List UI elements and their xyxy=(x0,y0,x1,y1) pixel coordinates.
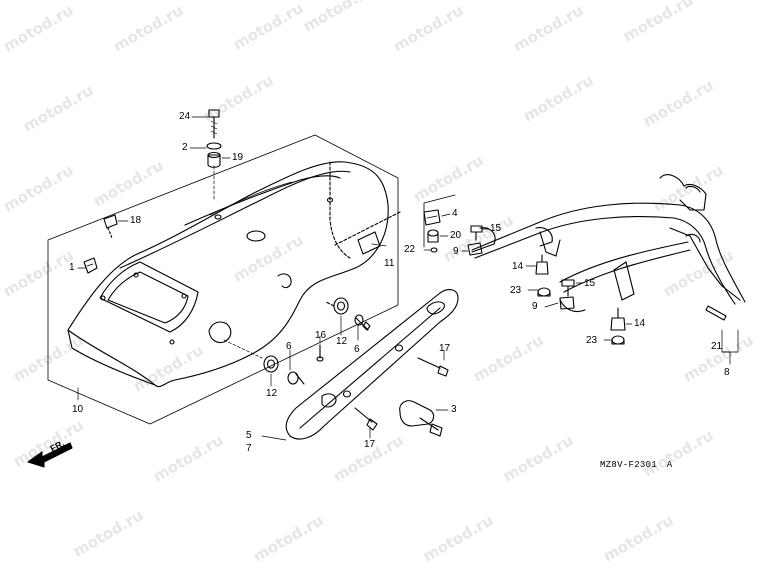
diagram-code-suffix: A xyxy=(666,460,673,470)
callout-15a: 15 xyxy=(490,223,502,234)
callout-12a: 12 xyxy=(336,336,348,347)
collar-20 xyxy=(427,229,439,243)
nut-9-lower xyxy=(559,296,575,310)
callout-23b: 23 xyxy=(586,335,598,346)
callout-1: 1 xyxy=(69,262,75,273)
callout-19: 19 xyxy=(232,152,244,163)
nut-9-upper xyxy=(467,242,483,256)
callout-8: 8 xyxy=(724,367,730,378)
callout-3: 3 xyxy=(451,404,457,415)
bolt-15-upper xyxy=(470,225,483,241)
grommet-12-lower xyxy=(263,355,279,373)
grab-rail xyxy=(471,174,746,313)
callout-10: 10 xyxy=(72,404,84,415)
callout-20: 20 xyxy=(450,230,462,241)
bolt-16 xyxy=(316,344,324,362)
diagram-code: MZ8V-F2301 A xyxy=(600,460,672,470)
callout-17b: 17 xyxy=(364,439,376,450)
clip-18 xyxy=(103,214,118,239)
callout-24: 24 xyxy=(179,111,191,122)
nut-1 xyxy=(83,257,98,274)
helmet-lock-3 xyxy=(399,400,443,437)
bolt-6-upper xyxy=(354,314,371,331)
rear-fender xyxy=(67,161,401,388)
leader-lines xyxy=(77,116,731,441)
callout-18: 18 xyxy=(130,215,142,226)
diagram-code-text: MZ8V-F2301 xyxy=(600,460,658,470)
callout-5: 5 xyxy=(246,430,252,441)
bolt-17-upper xyxy=(417,357,449,377)
callout-11: 11 xyxy=(384,258,395,269)
nut-23-lower xyxy=(611,335,625,345)
callout-9a: 9 xyxy=(453,246,459,257)
front-direction-arrow xyxy=(27,442,73,468)
clip-fender xyxy=(277,273,292,289)
callout-7: 7 xyxy=(246,443,252,454)
callout-12b: 12 xyxy=(266,388,278,399)
rubber-14-lower xyxy=(610,307,626,331)
license-bracket xyxy=(285,289,459,440)
bolt-22 xyxy=(430,247,438,253)
callout-21: 21 xyxy=(711,341,723,352)
bolt-6-lower xyxy=(223,339,305,385)
callout-14a: 14 xyxy=(512,261,524,272)
nut-4 xyxy=(423,209,441,226)
callout-2: 2 xyxy=(182,142,188,153)
rear-fender-group-box xyxy=(47,134,399,425)
rubber-14-upper xyxy=(535,254,549,275)
grab-rail-box xyxy=(423,194,456,248)
callout-14b: 14 xyxy=(634,318,646,329)
washer-2 xyxy=(206,142,222,150)
collar-19 xyxy=(207,151,221,168)
bolt-17-lower xyxy=(354,407,378,431)
callout-9b: 9 xyxy=(532,301,538,312)
grommet-12-upper xyxy=(325,297,349,315)
callout-17a: 17 xyxy=(439,343,451,354)
callout-6b: 6 xyxy=(286,341,292,352)
callout-16: 16 xyxy=(315,330,327,341)
callout-23a: 23 xyxy=(510,285,522,296)
callout-6a: 6 xyxy=(354,344,360,355)
bolt-15-lower xyxy=(561,279,575,297)
nut-23-upper xyxy=(537,287,551,297)
callout-4: 4 xyxy=(452,208,458,219)
plate-11 xyxy=(357,231,381,255)
callout-22: 22 xyxy=(404,244,416,255)
callout-15b: 15 xyxy=(584,278,596,289)
bolt-24 xyxy=(208,109,220,139)
